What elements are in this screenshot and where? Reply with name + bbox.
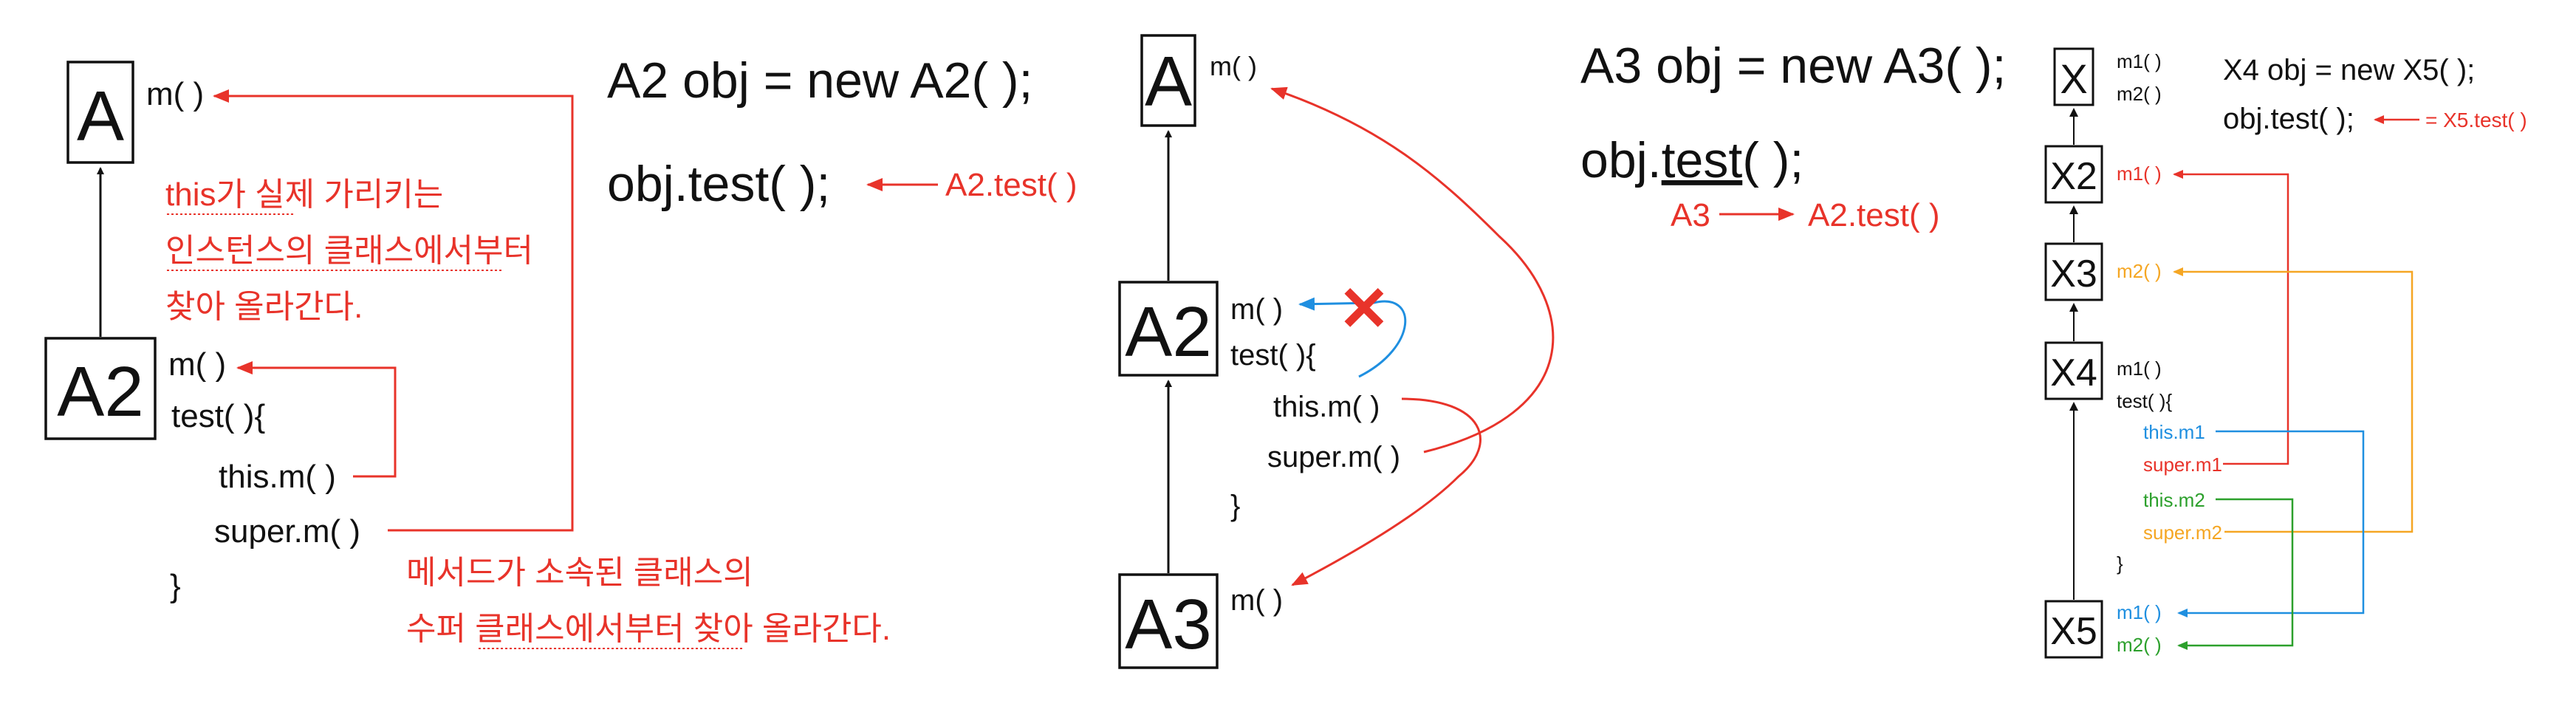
note-this-line-1: this가 실제 가리키는 [165,177,443,213]
class-a-method: m( ) [146,76,204,112]
call-target-label: A2.test( ) [945,167,1078,203]
super-call-arrow [213,89,574,532]
x2-method-m1: m1( ) [2117,162,2162,185]
class-a3-label: A3 [1125,585,1211,664]
a2-call-this: this.m( ) [219,459,336,495]
super-m2-route [2173,267,2414,533]
a2-method-test: test( ){ [171,398,265,434]
code-call-rest: ( ); [1742,132,1803,188]
this-m1-route [2177,430,2365,617]
this-call-arrow [236,361,397,478]
x3-method-m2: m2( ) [2117,260,2162,282]
class-a2-box [44,337,157,440]
class-x2-box [2044,145,2103,204]
code-new-a3: A3 obj = new A3( ); [1580,38,2006,94]
a2-method-test: test( ){ [1230,339,1316,372]
class-x4-label: X4 [2050,352,2097,394]
a2-close-brace: } [170,568,181,604]
this-m2-route [2177,498,2294,650]
super-m1-route [2173,170,2289,465]
panel-4: X4 obj = new X5( ); obj.test( ); = X5.te… [2044,47,2527,659]
a2-method-m: m( ) [168,346,226,383]
x-method-m1: m1( ) [2117,50,2162,72]
class-x-label: X [2060,55,2087,102]
code-call-test: test [1662,132,1743,188]
x4-call-super-m1: super.m1 [2143,453,2222,476]
class-a2-label: A2 [57,352,143,431]
code-call-test: obj.test( ); [2223,103,2354,135]
class-x5-label: X5 [2050,610,2097,653]
a2-close-brace: } [1230,490,1240,522]
class-x3-box [2044,242,2103,301]
panel-3: A3 obj = new A3( ); obj.test( ); A3 A2.t… [1580,38,2006,233]
resolve-to: A2.test( ) [1808,197,1940,233]
a2-method-m: m( ) [1230,293,1283,326]
resolve-from: A3 [1671,197,1710,233]
code-new-a2: A2 obj = new A2( ); [607,52,1032,109]
class-x2-label: X2 [2050,155,2097,198]
super-call-red-arrow [1270,86,1555,453]
class-x-box [2053,47,2094,106]
this-call-red-arrow [1291,397,1481,586]
x-method-m2: m2( ) [2117,83,2162,105]
class-x5-box [2044,600,2103,659]
class-x3-label: X3 [2050,253,2097,295]
note-this-line-3: 찾아 올라간다. [165,289,363,325]
x5-method-m2: m2( ) [2117,634,2162,656]
x4-call-this-m1: this.m1 [2143,421,2205,443]
note-this-line-2: 인스턴스의 클래스에서부터 [165,233,533,269]
x4-method-m1: m1( ) [2117,357,2162,380]
panel-1: A m( ) A2 m( ) test( ){ this.m( ) super.… [44,61,891,649]
a3-method: m( ) [1230,584,1283,617]
a2-call-this: this.m( ) [1273,391,1380,423]
class-a-label: A [77,77,124,156]
class-a-box [66,61,134,164]
code-new-x4: X4 obj = new X5( ); [2223,54,2475,86]
x4-close-brace: } [2117,552,2123,575]
code-call-line: obj.test( ); [1580,132,1803,188]
cross-mark: ✕ [1338,274,1390,343]
a2-call-super: super.m( ) [1267,441,1400,473]
code-call-test: obj.test( ); [607,156,830,212]
x4-method-test: test( ){ [2117,390,2172,412]
x4-call-super-m2: super.m2 [2143,521,2222,544]
class-a-label: A [1145,42,1192,121]
note-super-line-1: 메서드가 소속된 클래스의 [406,555,753,591]
call-target-label: = X5.test( ) [2425,109,2527,131]
x5-method-m1: m1( ) [2117,601,2162,623]
x4-call-this-m2: this.m2 [2143,489,2205,511]
class-a-box [1140,34,1196,127]
class-a2-label: A2 [1125,292,1211,372]
a2-call-super: super.m( ) [214,513,360,550]
this-call-blue-arrow [1298,297,1407,378]
code-call-obj: obj. [1580,132,1662,188]
class-a3-box [1118,573,1219,669]
note-super-line-2: 수퍼 클래스에서부터 찾아 올라간다. [406,611,891,647]
class-a-method: m( ) [1210,51,1257,81]
panel-2: A2 obj = new A2( ); obj.test( ); A2.test… [607,34,1555,669]
class-a2-box [1118,281,1219,377]
class-x4-box [2044,341,2103,400]
